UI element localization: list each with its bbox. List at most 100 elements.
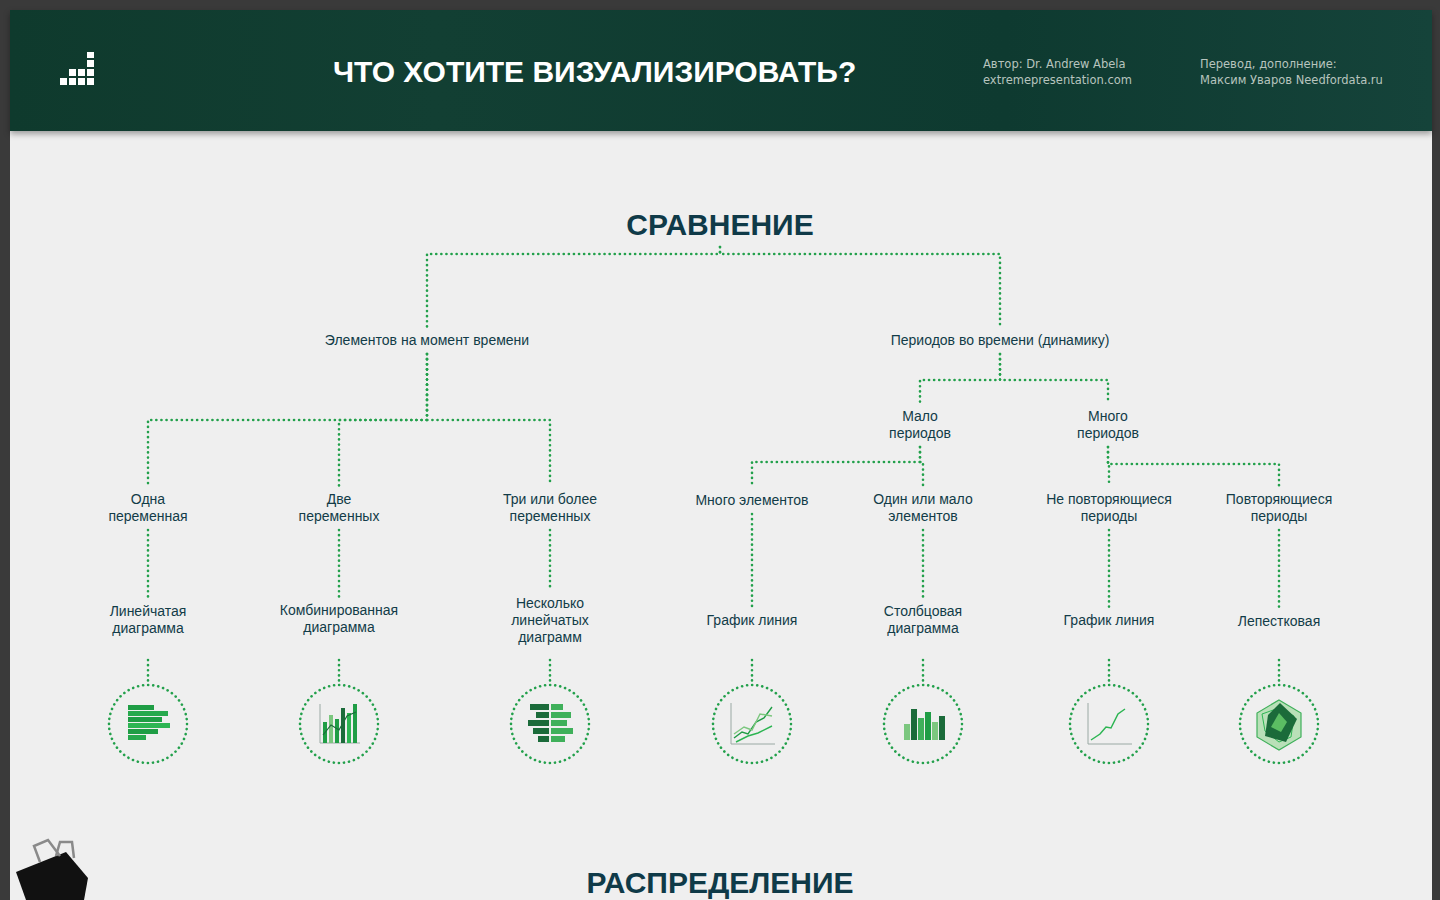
binder-clip bbox=[16, 840, 88, 900]
tree-node: Повторяющиеся периоды bbox=[1219, 491, 1339, 525]
dotted-connector bbox=[148, 354, 427, 486]
tree-node: Лепестковая bbox=[1219, 613, 1339, 630]
multi-bar-icon-part bbox=[551, 736, 565, 742]
multi-bar-icon-part bbox=[528, 720, 549, 726]
dotted-connector bbox=[920, 447, 923, 486]
page-panel bbox=[10, 10, 1432, 900]
node-text: Несколько линейчатых диаграмм bbox=[508, 595, 593, 646]
tree-node: Комбинированная диаграмма bbox=[274, 602, 404, 636]
node-text: Не повторяющиеся периоды bbox=[1042, 491, 1177, 525]
multi-line-icon-part bbox=[736, 726, 772, 742]
binder-clip-part bbox=[16, 852, 88, 900]
dotted-connector bbox=[751, 514, 754, 607]
multi-bar-icon-part bbox=[533, 728, 549, 734]
bar-chart-icon bbox=[128, 705, 170, 740]
dotted-connector bbox=[720, 247, 1000, 327]
leader-lines bbox=[148, 660, 1279, 681]
logo-squares-part bbox=[69, 78, 76, 85]
dotted-connector bbox=[338, 530, 341, 597]
node-text: Элементов на момент времени bbox=[287, 332, 567, 349]
radar-chart-icon-part bbox=[1265, 703, 1297, 742]
tree-node: Один или мало элементов bbox=[868, 491, 978, 525]
node-text: Комбинированная диаграмма bbox=[274, 602, 404, 636]
icon-circles bbox=[109, 685, 1318, 763]
node-text: Лепестковая bbox=[1219, 613, 1339, 630]
leader-lines-part bbox=[1108, 660, 1111, 681]
column-chart-icon-part bbox=[932, 722, 938, 740]
line-chart-icon-part bbox=[1091, 709, 1125, 740]
tree-node: Элементов на момент времени bbox=[287, 332, 567, 349]
multi-bar-icon-part bbox=[551, 712, 571, 718]
column-chart-icon-part bbox=[911, 709, 917, 740]
node-text: График линия bbox=[1039, 612, 1179, 629]
node-text: Линейчатая диаграмма bbox=[98, 603, 198, 637]
node-text: Три или более переменных bbox=[495, 491, 605, 525]
bar-chart-icon-part bbox=[128, 735, 146, 740]
section-heading: РАСПРЕДЕЛЕНИЕ bbox=[420, 866, 1020, 900]
leader-lines-part bbox=[147, 660, 150, 681]
bar-chart-icon-part bbox=[128, 723, 170, 728]
logo-squares-part bbox=[87, 60, 94, 67]
multi-bar-icon-part bbox=[530, 704, 549, 710]
tree-node: Много периодов bbox=[1073, 408, 1143, 442]
multi-bar-icon bbox=[528, 704, 573, 742]
dotted-connector bbox=[339, 354, 427, 486]
radar-chart-icon-part bbox=[1257, 700, 1301, 750]
multi-line-icon-part bbox=[731, 703, 775, 744]
node-text: График линия bbox=[682, 612, 822, 629]
combo-chart-icon-part bbox=[353, 704, 357, 743]
binder-clip-part bbox=[34, 840, 60, 862]
dotted-connector bbox=[147, 530, 150, 598]
bar-chart-icon-part bbox=[128, 729, 158, 734]
leader-lines-part bbox=[549, 660, 552, 681]
bar-chart-icon-part bbox=[128, 711, 168, 716]
bar-chart-icon-part bbox=[128, 717, 162, 722]
logo-squares-part bbox=[60, 78, 67, 85]
combo-chart-icon-part bbox=[323, 712, 356, 735]
logo-squares-part bbox=[87, 69, 94, 76]
node-text: СРАВНЕНИЕ bbox=[520, 207, 920, 242]
tree-node: Две переменных bbox=[294, 491, 384, 525]
node-text: Две переменных bbox=[294, 491, 384, 525]
tree-node: Не повторяющиеся периоды bbox=[1042, 491, 1177, 525]
tree-node: Несколько линейчатых диаграмм bbox=[508, 595, 593, 646]
tree-node: График линия bbox=[682, 612, 822, 629]
tree-node: Одна переменная bbox=[103, 491, 193, 525]
icon-circles-part bbox=[1070, 685, 1148, 763]
logo-squares-part bbox=[78, 69, 85, 76]
logo-squares-part bbox=[87, 78, 94, 85]
dotted-connector bbox=[1000, 354, 1108, 403]
icon-circles-part bbox=[884, 685, 962, 763]
line-chart-icon-part bbox=[1088, 703, 1132, 744]
tree-node: Мало периодов bbox=[885, 408, 955, 442]
binder-clip-part bbox=[56, 842, 74, 858]
node-text: Много элементов bbox=[672, 492, 832, 509]
column-chart-icon-part bbox=[904, 724, 910, 740]
multi-line-icon bbox=[731, 703, 775, 744]
node-text: Периодов во времени (динамику) bbox=[850, 332, 1150, 349]
tree-node: Три или более переменных bbox=[495, 491, 605, 525]
tree-node: График линия bbox=[1039, 612, 1179, 629]
node-text: Повторяющиеся периоды bbox=[1219, 491, 1339, 525]
combo-chart-icon-part bbox=[320, 704, 360, 743]
bar-chart-icon-part bbox=[128, 705, 154, 710]
dotted-connector bbox=[427, 354, 550, 486]
node-text: Один или мало элементов bbox=[868, 491, 978, 525]
leader-lines-part bbox=[1278, 660, 1281, 681]
logo-squares-part bbox=[87, 52, 94, 58]
combo-chart-icon-part bbox=[335, 719, 339, 743]
tree-node: Много элементов bbox=[672, 492, 832, 509]
logo-squares-part bbox=[69, 69, 76, 76]
icon-circles-part bbox=[300, 685, 378, 763]
icon-circles-part bbox=[713, 685, 791, 763]
combo-chart-icon-part bbox=[347, 713, 351, 743]
translator-name: Максим Уваров Needfordata.ru bbox=[1200, 73, 1383, 87]
leader-lines-part bbox=[922, 660, 925, 681]
column-chart-icon-part bbox=[918, 718, 924, 740]
dotted-connector bbox=[920, 354, 1000, 403]
multi-line-icon-part bbox=[734, 714, 772, 734]
multi-bar-icon-part bbox=[551, 728, 573, 734]
tree-node: Столбцовая диаграмма bbox=[873, 603, 973, 637]
root-heading: СРАВНЕНИЕ bbox=[520, 207, 920, 242]
